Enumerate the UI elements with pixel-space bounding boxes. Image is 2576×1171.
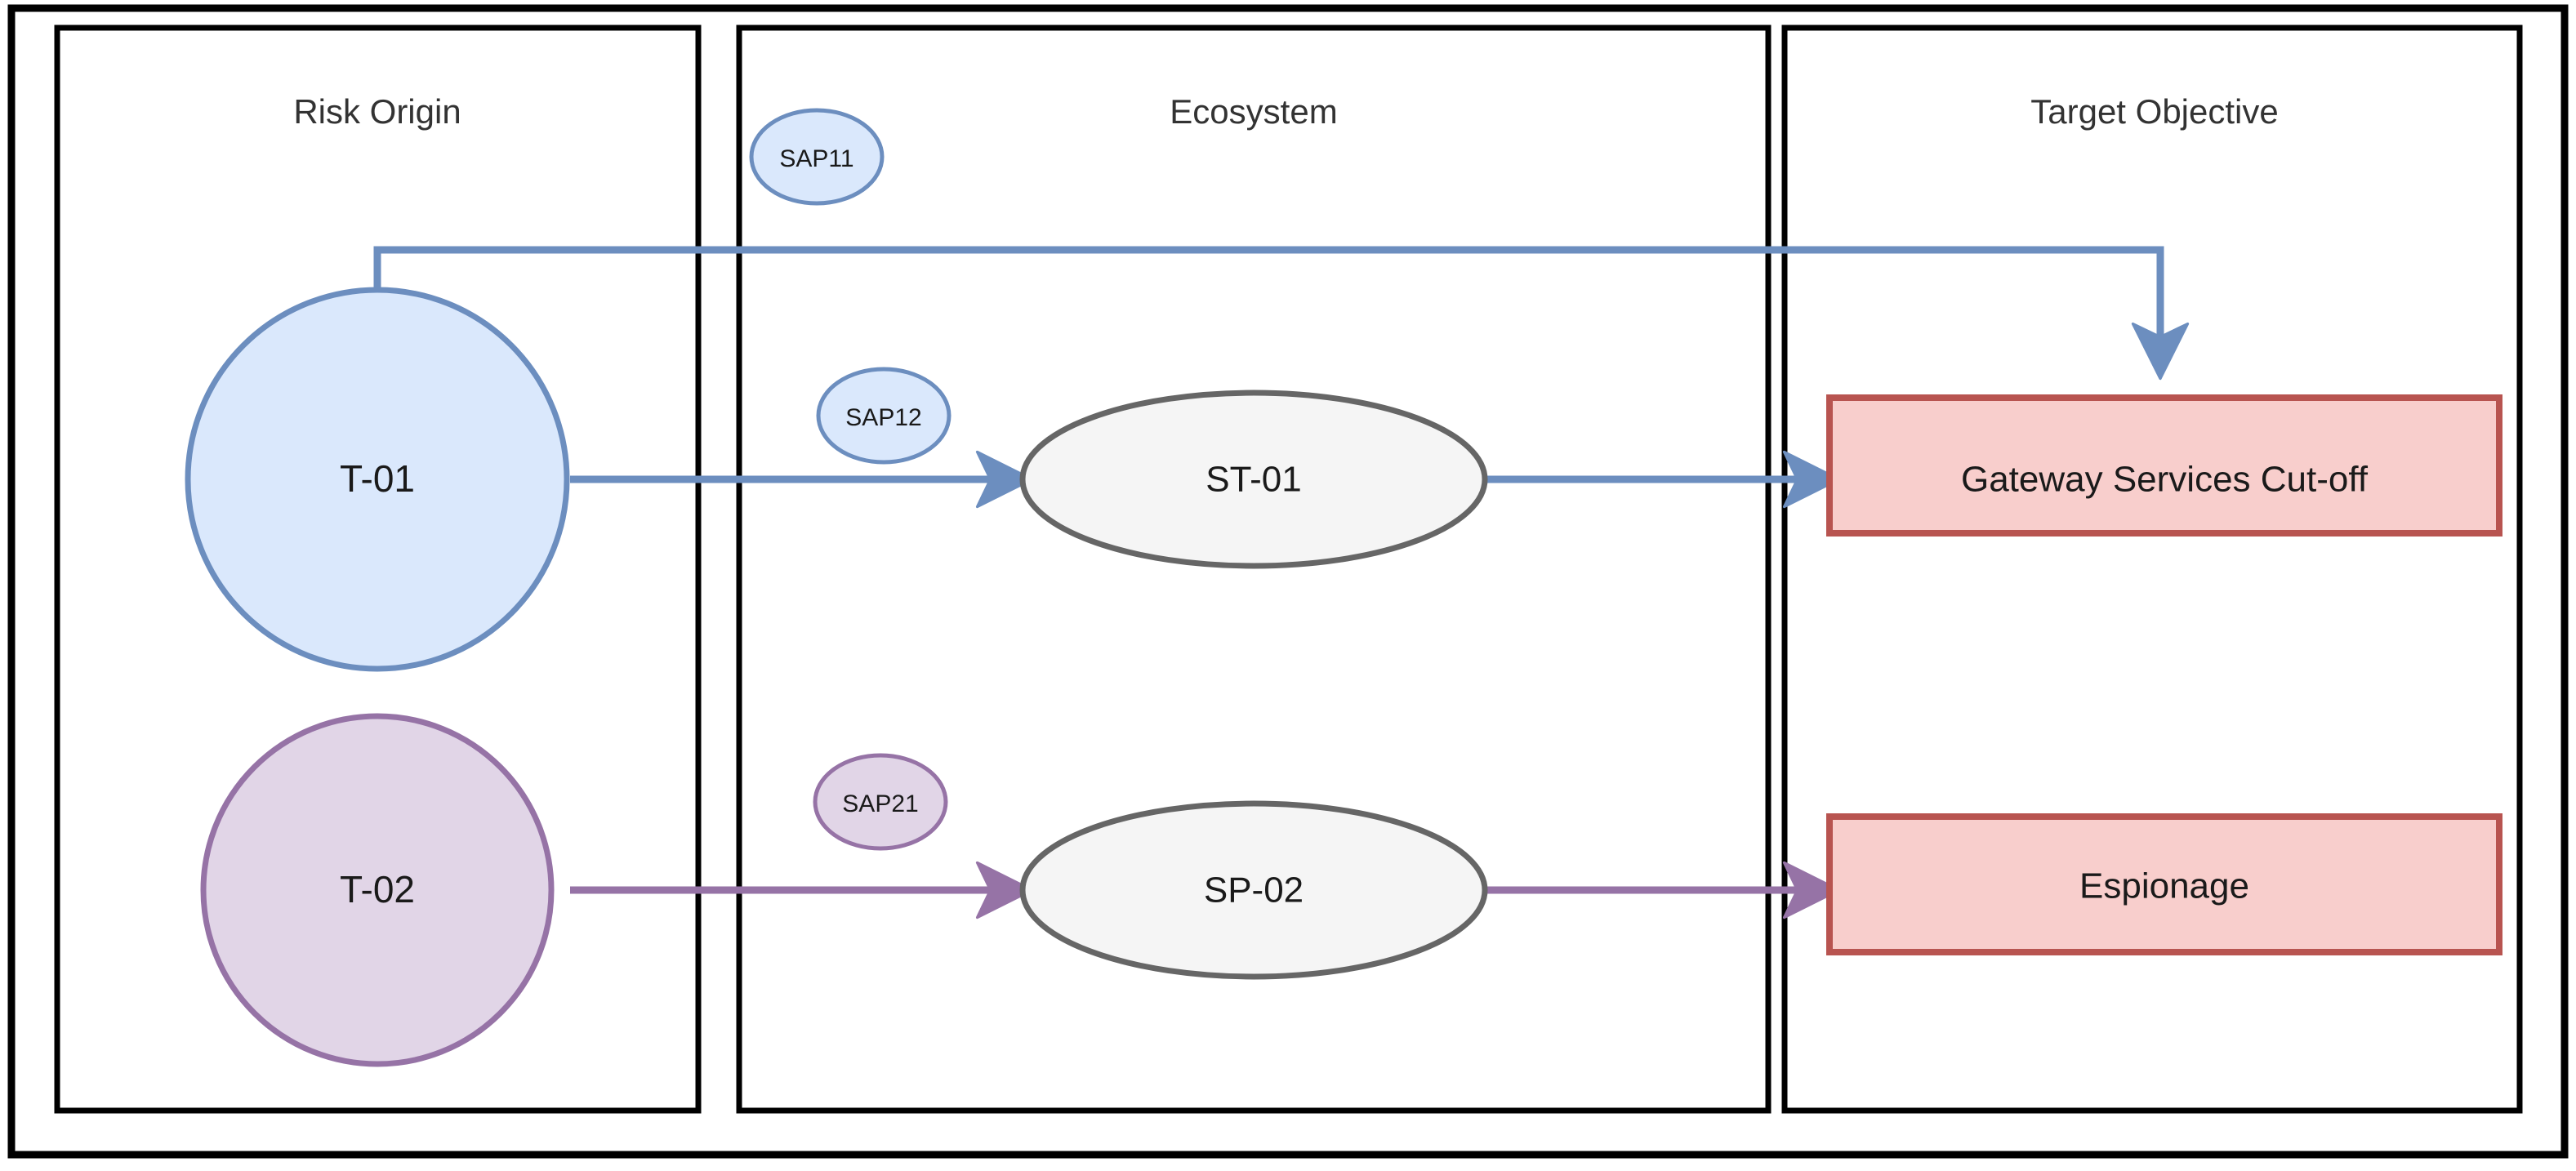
swimlane-risk-origin-title: Risk Origin (293, 92, 461, 131)
node-t-02[interactable]: T-02 (200, 713, 555, 1067)
node-espionage-label: Espionage (2079, 866, 2249, 906)
edge-label-sap21-shape (813, 753, 948, 851)
node-sp-02-label: SP-02 (1204, 870, 1304, 911)
edge-label-sap21-text: SAP21 (842, 790, 918, 817)
node-espionage-shape (1826, 813, 2502, 955)
node-espionage[interactable]: Espionage (1826, 813, 2502, 955)
edge-label-sap11[interactable]: SAP11 (749, 108, 885, 206)
swimlane-target-objective-title: Target Objective (2030, 92, 2278, 131)
edge-label-sap12-text: SAP12 (845, 404, 921, 431)
node-gateway-cutoff[interactable]: Gateway Services Cut-off (1826, 394, 2502, 537)
edge-label-sap11-text: SAP11 (779, 145, 853, 172)
node-gateway-cutoff-label: Gateway Services Cut-off (1961, 460, 2369, 500)
node-sp-02-shape (1019, 800, 1488, 980)
node-st-01-shape (1019, 390, 1488, 569)
edge-label-sap12[interactable]: SAP12 (816, 367, 952, 465)
node-t-01-label: T-01 (340, 457, 415, 500)
node-t-02-shape (200, 713, 555, 1067)
node-gateway-cutoff-shape (1826, 394, 2502, 537)
node-t-01-shape (185, 287, 570, 672)
swimlane-ecosystem-title: Ecosystem (1170, 92, 1337, 131)
edge-t01-gateway-direct[interactable] (373, 246, 2190, 381)
node-st-01-label: ST-01 (1206, 460, 1301, 500)
edge-label-sap11-shape (749, 108, 885, 206)
edge-label-sap12-shape (816, 367, 952, 465)
node-st-01[interactable]: ST-01 (1019, 390, 1488, 569)
node-t-01[interactable]: T-01 (185, 287, 570, 672)
node-t-02-label: T-02 (340, 868, 415, 911)
node-sp-02[interactable]: SP-02 (1019, 800, 1488, 980)
edge-label-sap21[interactable]: SAP21 (813, 753, 948, 851)
